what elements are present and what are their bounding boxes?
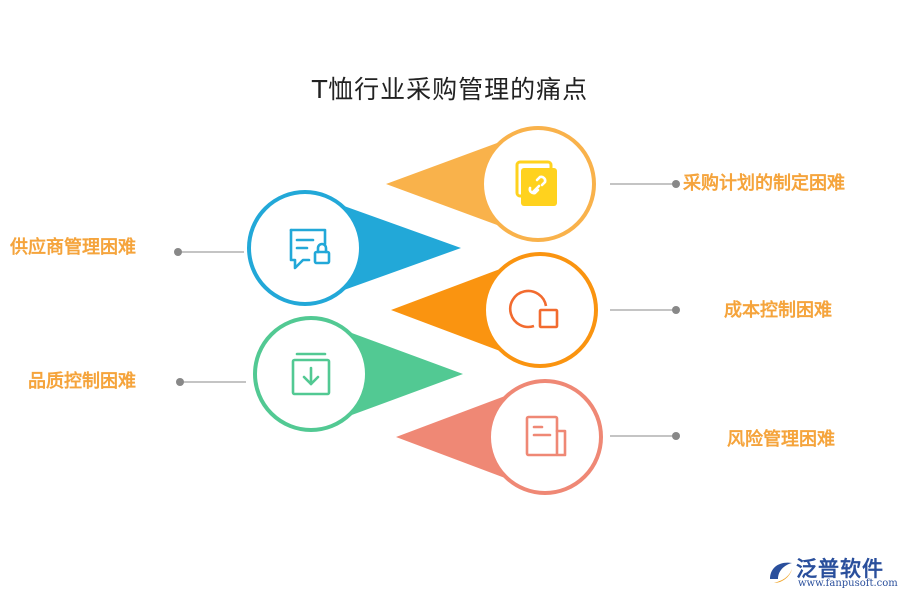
document-icon xyxy=(525,415,567,457)
pain-point-label-4: 品质控制困难 xyxy=(28,371,136,392)
pain-point-label-5: 风险管理困难 xyxy=(727,429,835,450)
pain-point-2 xyxy=(174,190,461,306)
brand-url: www.fanpusoft.com xyxy=(798,578,898,589)
pain-point-label-3: 成本控制困难 xyxy=(724,300,832,321)
brand-name: 泛普软件 xyxy=(796,557,884,581)
connector-dot-3 xyxy=(672,306,680,314)
link-icon xyxy=(515,160,557,206)
pain-point-4 xyxy=(176,316,463,432)
pain-point-label-2: 供应商管理困难 xyxy=(10,237,136,258)
brand-mark-icon xyxy=(770,562,792,583)
connector-dot-1 xyxy=(672,180,680,188)
connector-dot-2 xyxy=(174,248,182,256)
pain-point-1 xyxy=(386,126,680,242)
pain-point-5 xyxy=(396,379,680,495)
download-box-icon xyxy=(291,352,331,396)
message-lock-icon xyxy=(289,228,331,270)
chart-square-icon xyxy=(508,289,559,329)
pain-point-label-1: 采购计划的制定困难 xyxy=(683,173,845,194)
connector-dot-4 xyxy=(176,378,184,386)
pain-point-3 xyxy=(391,252,680,368)
circle-badge-5 xyxy=(487,379,603,495)
page-title: T恤行业采购管理的痛点 xyxy=(311,75,589,104)
connector-dot-5 xyxy=(672,432,680,440)
brand-logo: 泛普软件 www.fanpusoft.com xyxy=(764,551,898,591)
